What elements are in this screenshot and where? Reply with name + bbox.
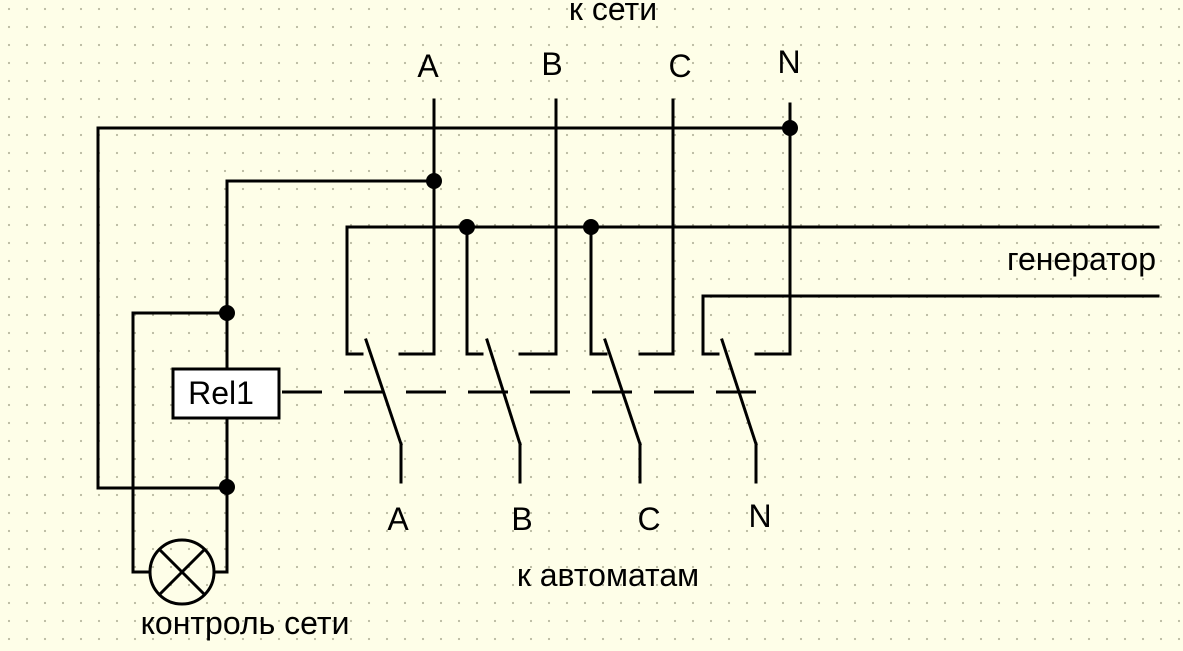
wire-lamp-left xyxy=(131,311,229,574)
junction-generator-b xyxy=(459,219,475,235)
relay-rel1: Rel1 xyxy=(171,367,281,420)
junction-phase-a xyxy=(426,173,442,189)
switch-c xyxy=(589,338,675,484)
junction-relay-bottom xyxy=(219,479,235,495)
label-network-control: контроль сети xyxy=(141,605,350,641)
label-to-network: к сети xyxy=(569,0,657,27)
wire-generator-phase xyxy=(345,225,1160,356)
label-top-a: A xyxy=(417,48,439,84)
label-top-b: B xyxy=(541,46,562,82)
wire-neutral-to-relay xyxy=(96,126,792,490)
lamp-icon xyxy=(148,538,216,606)
label-bottom-n: N xyxy=(748,498,771,534)
switch-a xyxy=(345,338,436,484)
label-bottom-b: B xyxy=(511,501,532,537)
label-top-n: N xyxy=(777,44,800,80)
relay-label: Rel1 xyxy=(188,375,254,411)
switch-b xyxy=(465,338,558,484)
label-generator: генератор xyxy=(1007,241,1156,277)
label-bottom-a: A xyxy=(387,501,409,537)
junction-neutral xyxy=(782,120,798,136)
label-bottom-c: C xyxy=(637,501,660,537)
junction-relay-top xyxy=(219,305,235,321)
label-top-c: C xyxy=(668,48,691,84)
switch-n xyxy=(701,338,792,484)
wire-generator-neutral xyxy=(701,294,1160,356)
label-to-breakers: к автоматам xyxy=(517,557,699,593)
junction-generator-c xyxy=(583,219,599,235)
